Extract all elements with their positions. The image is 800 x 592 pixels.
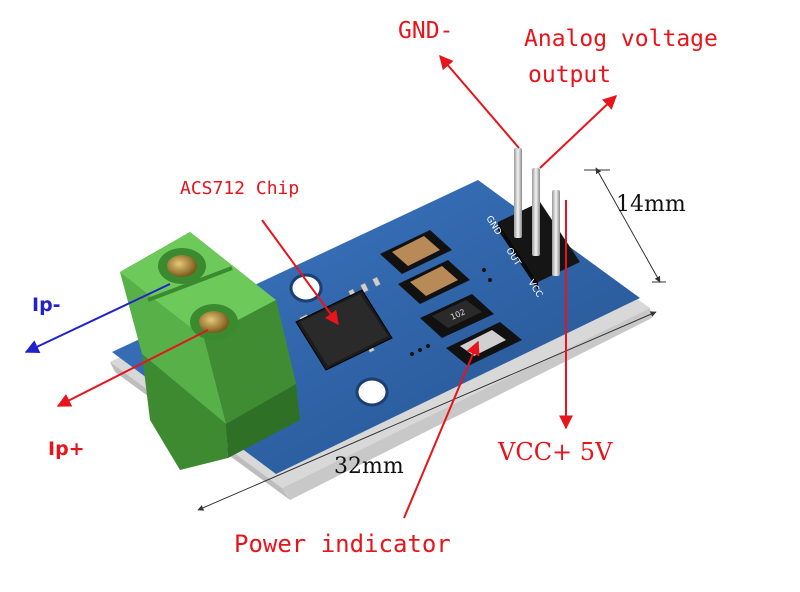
label-ip-plus: Ip+: [48, 438, 85, 460]
label-32mm: 32mm: [334, 454, 404, 479]
arrow-ip-minus: [24, 283, 171, 353]
pin-header: [498, 148, 580, 290]
label-vcc: VCC+ 5V: [498, 438, 613, 466]
label-gnd: GND-: [398, 18, 454, 44]
label-chip: ACS712 Chip: [180, 178, 300, 199]
arrow-analog-output: [539, 95, 618, 169]
dimension-32mm: [197, 311, 657, 511]
arrow-chip: [261, 219, 339, 326]
arrow-gnd: [439, 54, 520, 149]
arrow-ip-plus: [56, 329, 209, 407]
label-analog-output: output: [528, 62, 612, 88]
smd-capacitor: [380, 230, 470, 304]
label-14mm: 14mm: [616, 192, 686, 217]
label-power-indicator: Power indicator: [234, 530, 451, 558]
label-ip-minus: Ip-: [32, 294, 61, 316]
label-analog-voltage: Analog voltage: [524, 26, 718, 52]
dimension-14mm: [584, 167, 666, 283]
arrow-power-indicator: [403, 340, 480, 519]
